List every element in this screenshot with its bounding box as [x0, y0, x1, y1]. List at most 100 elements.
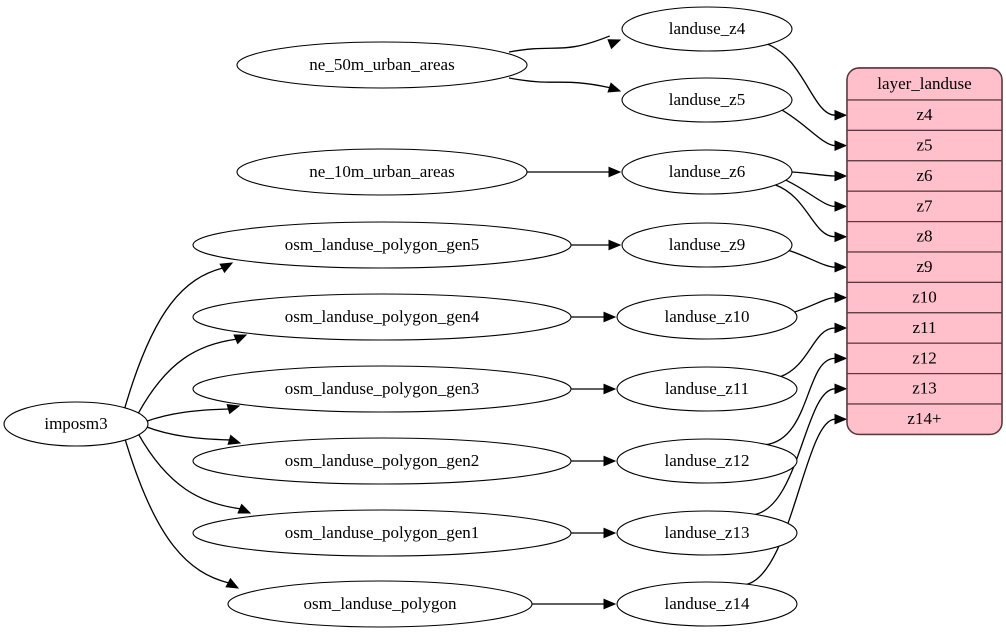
node-shape-osm_landuse_polygon_gen1 — [192, 509, 572, 557]
table-row-label-z7: z7 — [916, 196, 933, 215]
node-label-landuse_z4: landuse_z4 — [669, 19, 746, 38]
table-row-label-z13: z13 — [912, 379, 937, 398]
edge-imposm3-to-osm_landuse_polygon_gen3-arrowhead — [226, 403, 241, 415]
node-landuse_z12[interactable]: landuse_z12 — [616, 438, 798, 484]
edge-landuse_z13-to-row-z13 — [753, 388, 836, 516]
node-landuse_z9[interactable]: landuse_z9 — [621, 222, 793, 268]
node-osm_landuse_polygon_gen4[interactable]: osm_landuse_polygon_gen4 — [192, 293, 572, 341]
edge-landuse_z12-to-row-z12 — [765, 357, 836, 446]
node-label-osm_landuse_polygon_gen1: osm_landuse_polygon_gen1 — [285, 523, 480, 542]
table-row-label-z8: z8 — [916, 227, 932, 246]
table-header-label: layer_landuse — [877, 74, 971, 93]
edge-imposm3-to-osm_landuse_polygon_gen5 — [123, 267, 223, 409]
table-row-label-z5: z5 — [916, 136, 932, 155]
edge-imposm3-to-osm_landuse_polygon_gen3 — [145, 408, 229, 423]
edge-landuse_z10-to-row-z10 — [793, 296, 836, 314]
node-landuse_z11[interactable]: landuse_z11 — [616, 366, 798, 412]
edge-ne10m-to-landuse_z6-arrowhead — [608, 166, 622, 178]
node-shape-ne_50m_urban_areas — [236, 41, 528, 89]
node-ne_50m_urban_areas[interactable]: ne_50m_urban_areas — [236, 41, 528, 89]
node-osm_landuse_polygon_gen5[interactable]: osm_landuse_polygon_gen5 — [192, 221, 572, 269]
edge-ne50m-to-landuse_z5 — [508, 77, 610, 89]
node-ne_10m_urban_areas[interactable]: ne_10m_urban_areas — [236, 148, 528, 196]
node-osm_landuse_polygon_gen3[interactable]: osm_landuse_polygon_gen3 — [192, 365, 572, 413]
table-row-label-z4: z4 — [916, 105, 933, 124]
edge-landuse_z4-to-row-z4-arrowhead — [834, 109, 848, 121]
node-label-ne_50m_urban_areas: ne_50m_urban_areas — [309, 55, 454, 74]
edge-landuse_z10-to-row-z10-arrowhead — [834, 292, 848, 303]
node-imposm3[interactable]: imposm3 — [3, 401, 149, 447]
node-label-landuse_z5: landuse_z5 — [669, 90, 745, 109]
table-row-label-z9: z9 — [916, 257, 932, 276]
node-label-landuse_z6: landuse_z6 — [669, 162, 745, 181]
node-shape-landuse_z14 — [616, 581, 798, 627]
node-landuse_z4[interactable]: landuse_z4 — [621, 6, 793, 52]
node-osm_landuse_polygon_gen2[interactable]: osm_landuse_polygon_gen2 — [192, 437, 572, 485]
table-row-label-z10: z10 — [912, 288, 937, 307]
node-landuse_z10[interactable]: landuse_z10 — [616, 294, 798, 340]
node-shape-landuse_z6 — [621, 149, 793, 195]
edge-osm_landuse_polygon-to-landuse_z14-arrowhead — [603, 598, 617, 610]
edge-landuse_z6-to-row-z8-arrowhead — [834, 231, 848, 243]
node-osm_landuse_polygon_gen1[interactable]: osm_landuse_polygon_gen1 — [192, 509, 572, 557]
node-label-osm_landuse_polygon: osm_landuse_polygon — [304, 594, 457, 613]
table-row-z7[interactable] — [847, 190, 1002, 223]
node-label-landuse_z13: landuse_z13 — [665, 523, 750, 542]
node-landuse_z13[interactable]: landuse_z13 — [616, 510, 798, 556]
edge-landuse_z14-to-row-z14plus-arrowhead — [834, 413, 848, 425]
layer-landuse-table: layer_landusez4z5z6z7z8z9z10z11z12z13z14… — [846, 67, 1003, 436]
table-row-z10[interactable] — [847, 281, 1002, 314]
node-osm_landuse_polygon[interactable]: osm_landuse_polygon — [227, 580, 533, 628]
edge-landuse_z6-to-row-z8 — [774, 183, 836, 238]
edge-landuse_z5-to-row-z5-arrowhead — [834, 140, 848, 151]
table-row-label-z12: z12 — [912, 348, 937, 367]
edge-ne50m-to-landuse_z4 — [508, 35, 611, 53]
table-row-z13[interactable] — [847, 373, 1002, 405]
node-shape-osm_landuse_polygon_gen4 — [192, 293, 572, 341]
node-shape-imposm3 — [3, 401, 149, 447]
node-shape-ne_10m_urban_areas — [236, 148, 528, 196]
edge-imposm3-to-osm_landuse_polygon_gen2 — [145, 425, 230, 441]
table-rows-group: layer_landusez4z5z6z7z8z9z10z11z12z13z14… — [847, 68, 1002, 435]
edge-landuse_z12-to-row-z12-arrowhead — [834, 353, 848, 364]
node-landuse_z5[interactable]: landuse_z5 — [621, 77, 793, 123]
table-row-z6[interactable] — [847, 160, 1002, 192]
edge-landuse_z11-to-row-z11 — [779, 327, 836, 378]
edge-osm_landuse_polygon_gen5-to-landuse_z9-arrowhead — [608, 239, 622, 251]
edge-landuse_z9-to-row-z9-arrowhead — [834, 261, 848, 273]
edge-osm_landuse_polygon_gen1-to-landuse_z13-arrowhead — [603, 527, 617, 539]
node-landuse_z14[interactable]: landuse_z14 — [616, 581, 798, 627]
edge-landuse_z9-to-row-z9 — [787, 249, 836, 268]
edge-imposm3-to-osm_landuse_polygon_gen2-arrowhead — [227, 434, 242, 445]
node-label-landuse_z9: landuse_z9 — [669, 235, 745, 254]
edge-osm_landuse_polygon_gen2-to-landuse_z12-arrowhead — [603, 455, 617, 467]
node-shape-landuse_z12 — [616, 438, 798, 484]
table-row-z14+[interactable] — [847, 403, 1002, 435]
nodes-layer: imposm3 ne_50m_urban_areas ne_10m_urban_ar… — [3, 6, 798, 628]
node-label-osm_landuse_polygon_gen3: osm_landuse_polygon_gen3 — [285, 379, 480, 398]
node-shape-osm_landuse_polygon — [227, 580, 533, 628]
node-shape-landuse_z10 — [616, 294, 798, 340]
node-label-landuse_z11: landuse_z11 — [665, 379, 749, 398]
edge-imposm3-to-osm_landuse_polygon_gen1 — [137, 433, 240, 510]
edge-ne50m-to-landuse_z5-arrowhead — [607, 82, 622, 93]
table-row-z5[interactable] — [847, 129, 1002, 162]
node-shape-osm_landuse_polygon_gen5 — [192, 221, 572, 269]
node-label-osm_landuse_polygon_gen4: osm_landuse_polygon_gen4 — [285, 307, 480, 326]
node-shape-landuse_z4 — [621, 6, 793, 52]
node-landuse_z6[interactable]: landuse_z6 — [621, 149, 793, 195]
table-outline — [846, 67, 1003, 436]
table-row-label-z11: z11 — [913, 318, 937, 337]
table-row-label-z14+: z14+ — [907, 409, 941, 428]
table-row-z11[interactable] — [847, 312, 1002, 344]
edge-ne50m-to-landuse_z4-arrowhead — [607, 39, 622, 50]
edge-landuse_z6-to-row-z7 — [784, 179, 836, 208]
edge-imposm3-to-osm_landuse_polygon_gen5-arrowhead — [219, 262, 234, 274]
node-label-landuse_z10: landuse_z10 — [665, 307, 750, 326]
node-label-landuse_z12: landuse_z12 — [665, 451, 750, 470]
node-label-landuse_z14: landuse_z14 — [665, 594, 750, 613]
node-label-imposm3: imposm3 — [44, 414, 107, 433]
edge-imposm3-to-osm_landuse_polygon_gen4 — [137, 338, 236, 415]
